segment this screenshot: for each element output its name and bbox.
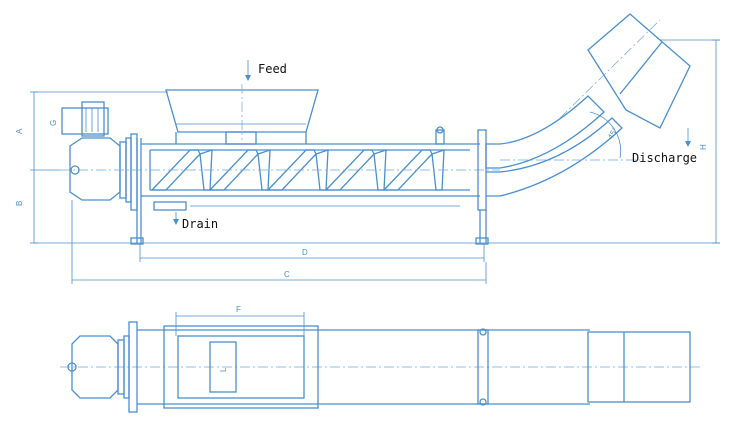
dimension-d: D [302, 248, 308, 257]
motor-box [61, 107, 109, 135]
top-view: L F [60, 305, 700, 413]
feed-label: Feed [258, 62, 287, 76]
screw-flights [150, 149, 445, 191]
gearbox-housing [69, 137, 121, 201]
drive-flange-3 [130, 133, 138, 211]
dimension-h: H [699, 144, 708, 150]
angle-label: 45° [606, 126, 620, 141]
dimension-l: L [219, 367, 228, 372]
angle-arc [589, 111, 621, 159]
discharge-label: Discharge [632, 151, 697, 165]
dimension-f: F [236, 305, 241, 314]
motor-body [81, 101, 105, 137]
dimension-g: G [49, 120, 58, 126]
dimension-c: C [284, 270, 290, 279]
discharge-box [587, 13, 691, 129]
top-gearbox [71, 335, 119, 399]
discharge-tube-outer [486, 117, 623, 197]
end-flange [477, 129, 487, 211]
top-hopper [163, 325, 319, 409]
top-flange [128, 321, 138, 413]
side-view: A B H G [15, 13, 720, 284]
dimension-a: A [15, 128, 24, 134]
discharge-elbow [485, 95, 605, 169]
drain-pipe [153, 201, 187, 211]
top-end-flange [477, 329, 489, 405]
dimension-b: B [15, 201, 24, 206]
top-discharge-box [587, 331, 691, 403]
drain-label: Drain [182, 217, 218, 231]
